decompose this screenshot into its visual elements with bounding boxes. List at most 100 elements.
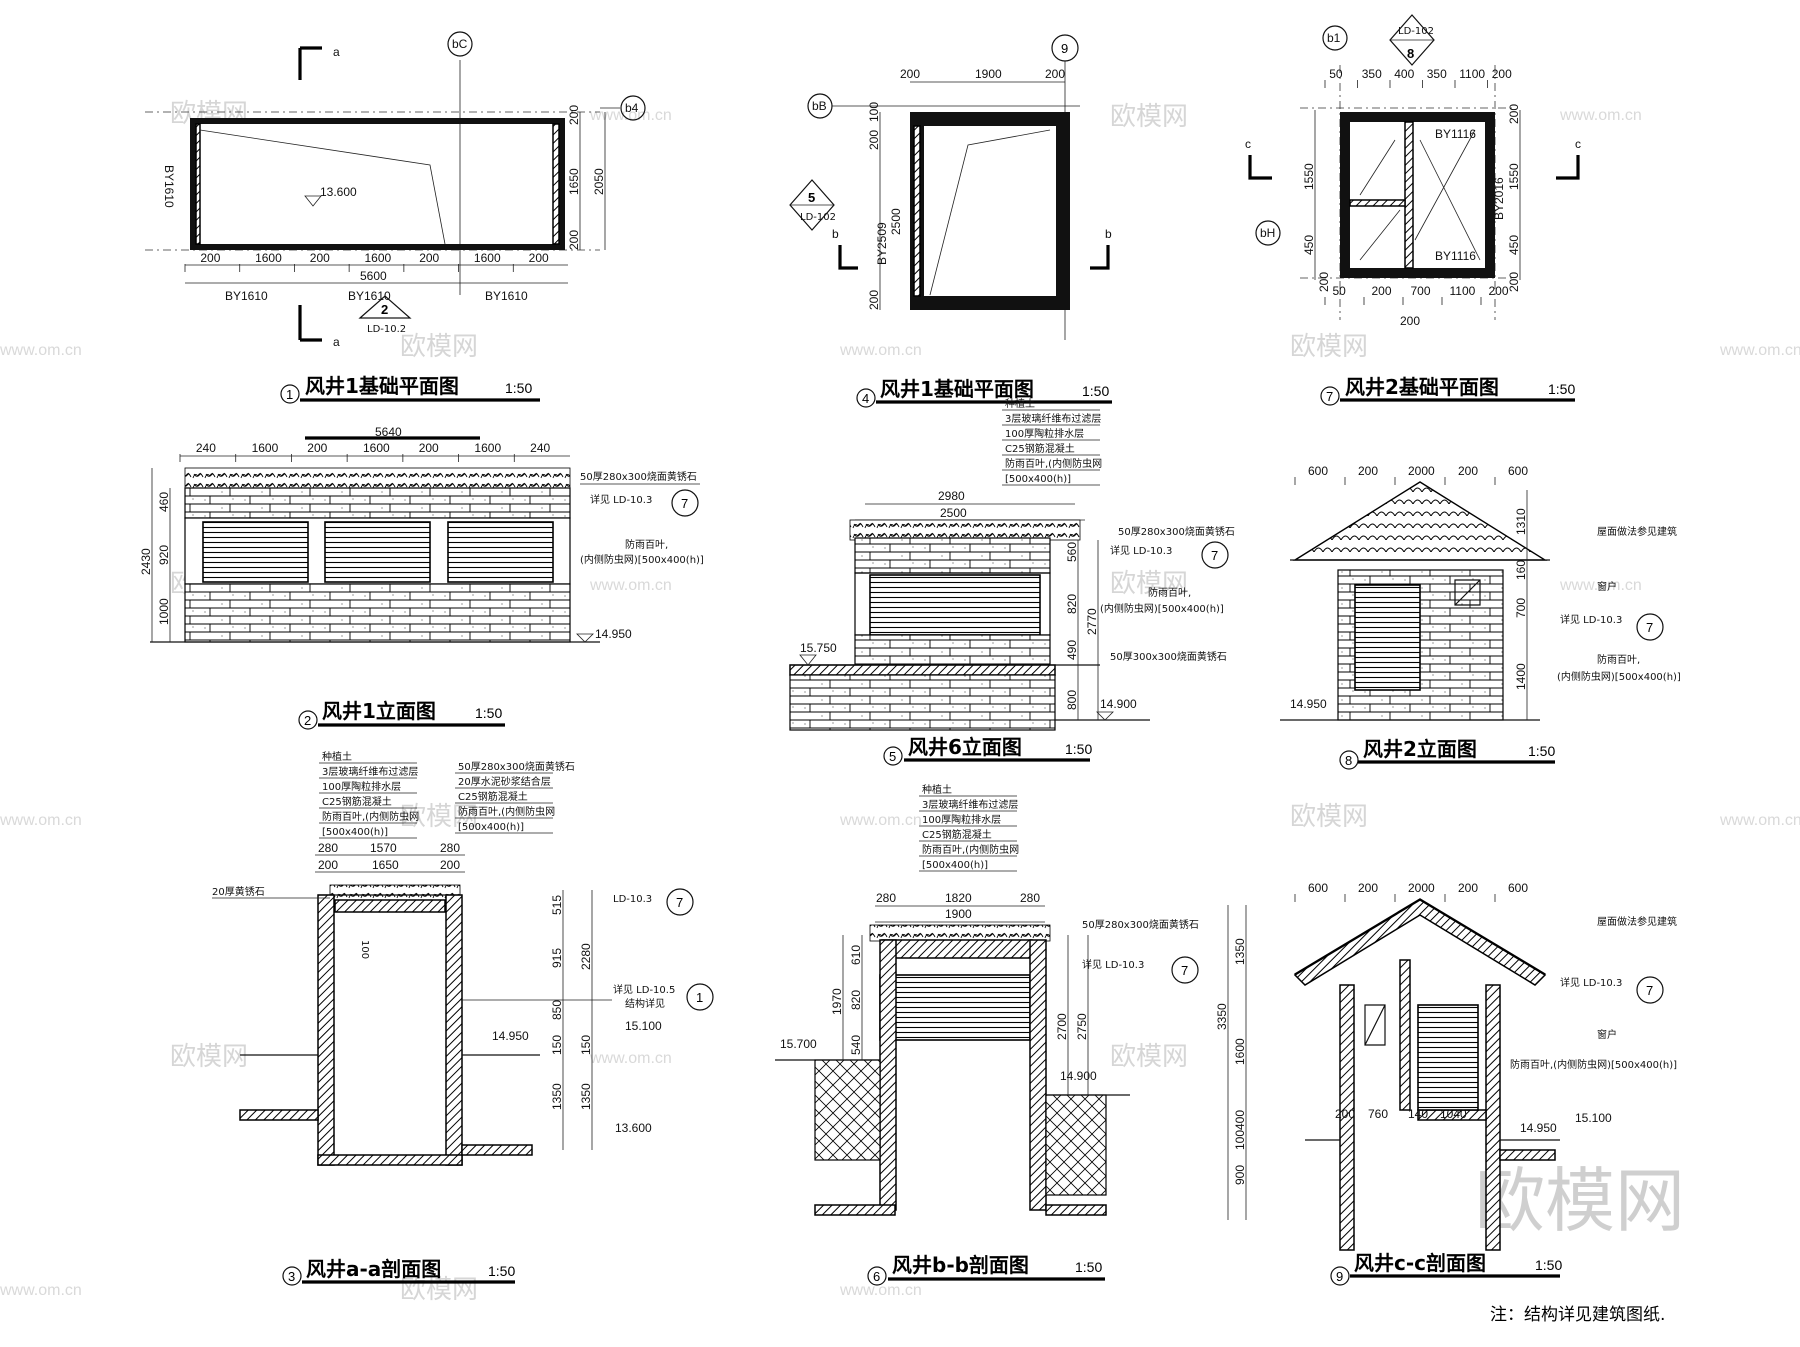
note-stone: 20厚黄锈石	[212, 885, 265, 898]
dim-top: 200	[307, 441, 327, 455]
watermark-url: www.om.cn	[589, 1050, 672, 1067]
dim-bottom: 760	[1368, 1107, 1388, 1121]
section-mark: a	[333, 45, 340, 59]
section-aa: 种植土3层玻璃纤维布过滤层100厚陶粒排水层C25钢筋混凝土防雨百叶,(内侧防虫…	[212, 750, 714, 1166]
dim-total: 5600	[360, 269, 387, 283]
dim-left: 820	[849, 990, 863, 1010]
dim-right: 150	[579, 1035, 593, 1055]
layer-note: C25钢筋混凝土	[1005, 442, 1075, 455]
watermark-cn: 欧模网	[170, 1042, 248, 1072]
watermark-cn: 欧模网	[400, 332, 478, 362]
layer-note: 种植土	[922, 783, 952, 796]
dim-top: 200	[1358, 464, 1378, 478]
dim-top: 1650	[372, 858, 399, 872]
drawing-title-9: 9 风井c-c剖面图 1:50	[1330, 1251, 1562, 1286]
drawing-title-6: 6 风井b-b剖面图 1:50	[867, 1253, 1105, 1286]
dim-bottom: 1600	[255, 251, 282, 265]
detail-number: 7	[676, 895, 683, 910]
elevation-6: 种植土3层玻璃纤维布过滤层100厚陶粒排水层C25钢筋混凝土防雨百叶,(内侧防虫…	[789, 397, 1235, 731]
dim-top: 1900	[945, 907, 972, 921]
level-mark: 14.950	[595, 627, 632, 641]
layer-note: [500x400(h)]	[922, 860, 988, 871]
detail-number: 7	[681, 496, 688, 511]
dim-top: 200	[1458, 881, 1478, 895]
watermark-url: www.om.cn	[839, 1282, 922, 1299]
dim-bottom-total: 200	[1400, 314, 1420, 328]
drawing-title: 风井2立面图	[1363, 737, 1477, 761]
ref-sheet: LD-102	[1398, 26, 1434, 37]
detail-number: 1	[696, 990, 703, 1005]
footnote: 注：结构详见建筑图纸.	[1490, 1305, 1665, 1325]
layer-note: 防雨百叶,(内侧防虫网	[322, 810, 419, 823]
detail-number: 7	[1211, 548, 1218, 563]
watermark-logo: 欧模网	[1475, 1160, 1685, 1242]
dim-top: 1600	[474, 441, 501, 455]
dim-right: 700	[1514, 598, 1528, 618]
watermark-url: www.om.cn	[0, 342, 82, 359]
dim-bottom: 200	[200, 251, 220, 265]
dim-right-total: 2050	[592, 168, 606, 195]
detail-ref-2: 详见 LD-10.5	[613, 983, 675, 996]
dim-top: 200	[1458, 464, 1478, 478]
note-louver-2: (内侧防虫网)[500x400(h)]	[1100, 602, 1224, 615]
dim-left-total: 3350	[1215, 1003, 1229, 1030]
drawing-number: 6	[873, 1269, 880, 1284]
level-mark: 15.750	[800, 641, 837, 655]
dim-right: 850	[550, 1000, 564, 1020]
drawing-number: 9	[1336, 1269, 1343, 1284]
dim-left: 200	[1317, 272, 1331, 292]
note-louver: 防雨百叶,(内侧防虫网)[500x400(h)]	[1510, 1058, 1677, 1071]
dim-top: 1600	[252, 441, 279, 455]
dim-right: 2750	[1075, 1013, 1089, 1040]
dim-top: 280	[318, 841, 338, 855]
dim-right-total: 2280	[579, 943, 593, 970]
dim-left: 1550	[1302, 163, 1316, 190]
dim-left: 1000	[157, 598, 171, 625]
section-mark: c	[1245, 137, 1251, 151]
layer-note: C25钢筋混凝土	[322, 795, 392, 808]
layer-note: 种植土	[1005, 397, 1035, 410]
note-louver: 防雨百叶,	[625, 538, 668, 551]
layer-note: [500x400(h)]	[322, 827, 388, 838]
section-mark: b	[1105, 227, 1112, 241]
layer-note: 50厚280x300烧面黄锈石	[458, 760, 575, 773]
dim-bottom: 1600	[474, 251, 501, 265]
note-100: 100	[359, 940, 370, 959]
level-mark: 13.600	[615, 1121, 652, 1135]
section-mark: b	[832, 227, 839, 241]
layer-note: C25钢筋混凝土	[922, 828, 992, 841]
dim-bottom: 50	[1333, 284, 1347, 298]
dim-right: 1350	[579, 1083, 593, 1110]
drawing-number: 3	[288, 1269, 295, 1284]
detail-number: 7	[1181, 963, 1188, 978]
layer-note: 防雨百叶,(内侧防虫网	[1005, 457, 1102, 470]
dim-top: 280	[876, 891, 896, 905]
layer-note: C25钢筋混凝土	[458, 790, 528, 803]
ref-number: 5	[808, 190, 815, 205]
dim-top: 200	[1358, 881, 1378, 895]
dim-left: 1350	[1233, 938, 1247, 965]
drawing-title-3: 3 风井a-a剖面图 1:50	[282, 1257, 515, 1286]
level-mark: 15.100	[1575, 1111, 1612, 1125]
plan-4: 9 bB 200 1900 200 100 200 200 2500 BY250…	[789, 34, 1112, 340]
watermark-url: www.om.cn	[1559, 107, 1642, 124]
dim-top: 2000	[1408, 464, 1435, 478]
dim-top: 200	[900, 67, 920, 81]
dim-top: 2500	[940, 506, 967, 520]
grid-bh: bH	[1260, 226, 1275, 240]
dim-top: 200	[1045, 67, 1065, 81]
dim-right: 200	[1507, 104, 1521, 124]
note-louver-2: (内侧防虫网)[500x400(h)]	[580, 553, 704, 566]
drawing-title-7: 7 风井2基础平面图 1:50	[1320, 375, 1575, 406]
dim-bottom: 1600	[365, 251, 392, 265]
dim-right: 560	[1065, 542, 1079, 562]
dim-bottom: 200	[419, 251, 439, 265]
drawing-scale: 1:50	[1528, 743, 1555, 759]
level-mark: 14.950	[1520, 1121, 1557, 1135]
dim-left: 900	[1233, 1165, 1247, 1185]
watermark-url: www.om.cn	[1559, 577, 1642, 594]
dim-top: 1100	[1459, 67, 1485, 81]
dim-top: 2000	[1408, 881, 1435, 895]
dim-left: 460	[157, 492, 171, 512]
level-mark: 15.100	[625, 1019, 662, 1033]
